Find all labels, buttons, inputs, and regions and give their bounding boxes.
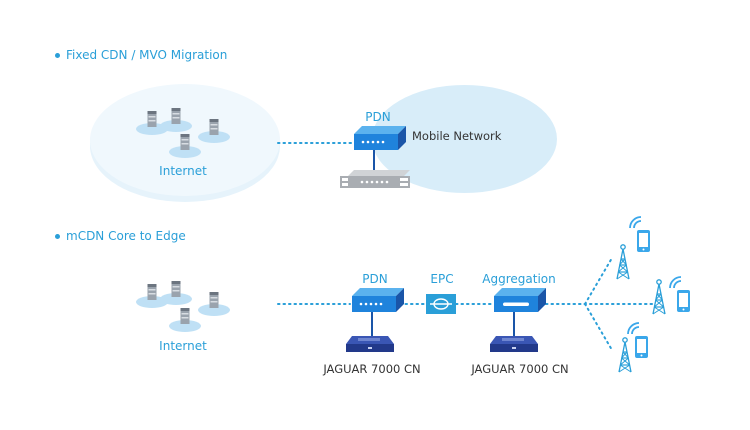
pdn-router-icon	[352, 288, 404, 312]
link-dotted	[584, 303, 613, 351]
internet-label: Internet	[159, 164, 207, 178]
section-title-text: Fixed CDN / MVO Migration	[66, 48, 228, 62]
server-icon	[198, 119, 230, 143]
server-icon	[169, 134, 201, 158]
cell-tower-icon	[652, 279, 666, 315]
epc-label: EPC	[430, 272, 454, 286]
server-icon	[169, 308, 201, 332]
jaguar-device-icon	[490, 336, 538, 352]
section-title-fixed-cdn: Fixed CDN / MVO Migration	[55, 48, 227, 62]
rack-server-icon	[340, 170, 410, 188]
aggregation-label: Aggregation	[482, 272, 556, 286]
server-icon	[198, 292, 230, 316]
mobile-network-label: Mobile Network	[412, 129, 502, 143]
smartphone-icon	[627, 322, 649, 359]
smartphone-icon	[669, 276, 691, 313]
smartphone-icon	[629, 216, 651, 253]
jaguar-device-label: JAGUAR 7000 CN	[323, 362, 421, 376]
section-title-text: mCDN Core to Edge	[66, 229, 186, 243]
jaguar-device-icon	[346, 336, 394, 352]
pdn-label: PDN	[365, 110, 391, 124]
epc-icon	[426, 294, 456, 314]
bullet-icon	[55, 233, 60, 239]
server-icon	[160, 281, 192, 305]
internet-label: Internet	[159, 339, 207, 353]
jaguar-device-label: JAGUAR 7000 CN	[471, 362, 569, 376]
cell-tower-icon	[618, 337, 632, 373]
pdn-label: PDN	[362, 272, 388, 286]
section-title-mcdn: mCDN Core to Edge	[55, 229, 186, 243]
pdn-router-icon	[354, 126, 406, 150]
bullet-icon	[55, 52, 60, 58]
server-icon	[160, 108, 192, 132]
cell-tower-icon	[616, 244, 630, 280]
aggregation-router-icon	[494, 288, 546, 312]
link-dotted	[584, 257, 613, 305]
